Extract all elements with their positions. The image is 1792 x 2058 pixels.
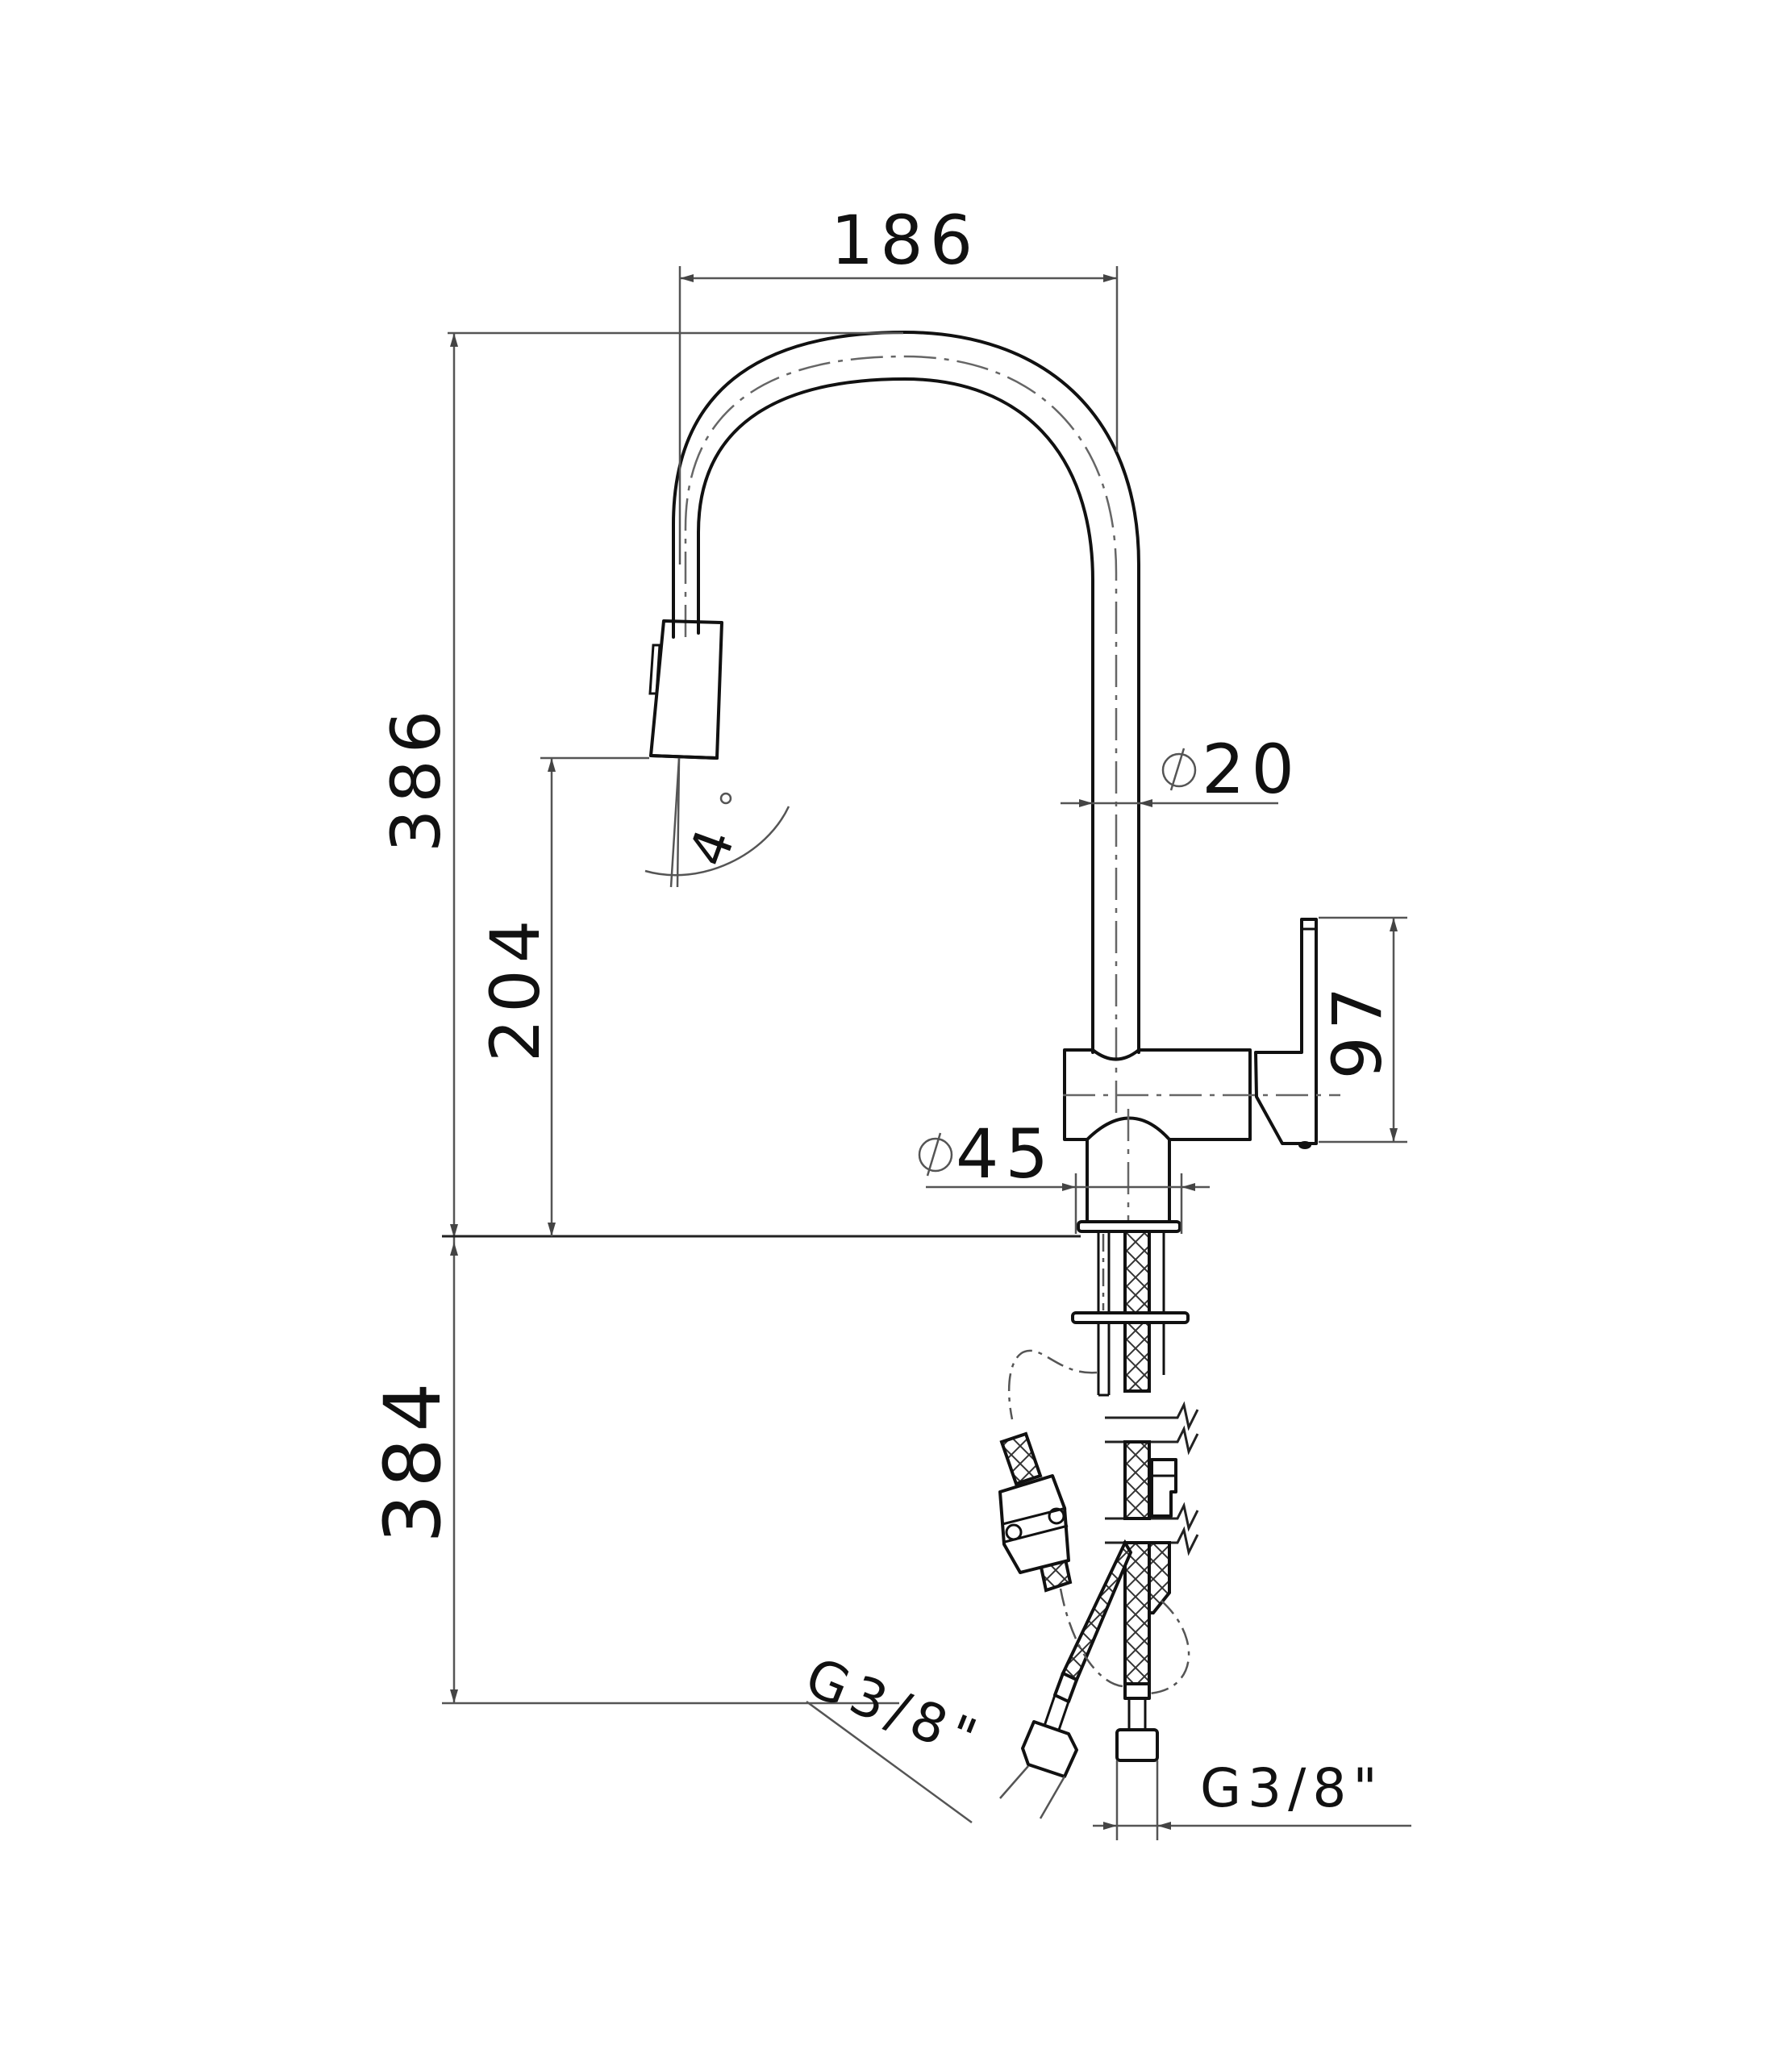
dimension-spray-angle: 4 (644, 757, 790, 888)
label-outlet-height: 204 (476, 914, 555, 1062)
spray-head (649, 619, 723, 760)
label-connection-right: G3/8" (1200, 1757, 1384, 1819)
dimension-total-height: 386 (377, 331, 903, 1238)
main-hose-mid (1123, 1440, 1151, 1520)
right-connector (1115, 1682, 1159, 1762)
lever-handle (1254, 918, 1318, 1145)
label-below-deck: 384 (368, 1376, 458, 1543)
below-deck-assembly (998, 1230, 1199, 1778)
dimension-outlet-height: 204 (476, 756, 649, 1236)
diameter-icon (918, 1132, 953, 1177)
phantom-curve-right (1148, 1600, 1190, 1695)
left-connector (1021, 1672, 1078, 1778)
spout-outer-arc (672, 331, 1140, 1054)
label-spray-angle: 4 (677, 815, 748, 874)
spout-centerline (684, 355, 1118, 1113)
clamp-detail (998, 1431, 1073, 1593)
phantom-curve-bottom (1059, 1588, 1134, 1688)
lever-pivot (1298, 1141, 1311, 1149)
dimension-connection-left: G3/8" (797, 1646, 1066, 1824)
phantom-curve-top (1007, 1349, 1098, 1420)
dimension-below-deck: 384 (368, 1238, 899, 1705)
dimension-connection-right: G3/8" (1093, 1757, 1411, 1840)
dimension-spout-diameter: 20 (1061, 730, 1301, 809)
degree-icon (719, 792, 732, 805)
diameter-icon (1161, 748, 1197, 791)
fixing-plate (1071, 1311, 1190, 1324)
small-nut (1150, 1458, 1177, 1518)
label-spout-reach: 186 (831, 201, 979, 280)
right-hose-sheath (1148, 1541, 1171, 1614)
right-hose (1123, 1541, 1151, 1691)
spray-head-button (648, 644, 661, 695)
dimension-body-diameter: 45 (918, 1114, 1210, 1234)
spout-inner-arc (697, 377, 1094, 1054)
label-spout-diameter: 20 (1202, 730, 1301, 809)
left-hose (1061, 1539, 1133, 1682)
dimension-lever-height: 97 (1318, 916, 1407, 1144)
dimension-spout-reach: 186 (678, 201, 1119, 564)
label-lever-height: 97 (1318, 981, 1397, 1080)
label-connection-left: G3/8" (797, 1646, 990, 1773)
label-total-height: 386 (377, 704, 456, 852)
spray-outlet (649, 754, 719, 760)
label-body-diameter: 45 (956, 1114, 1055, 1194)
faucet-body (648, 331, 1340, 1242)
